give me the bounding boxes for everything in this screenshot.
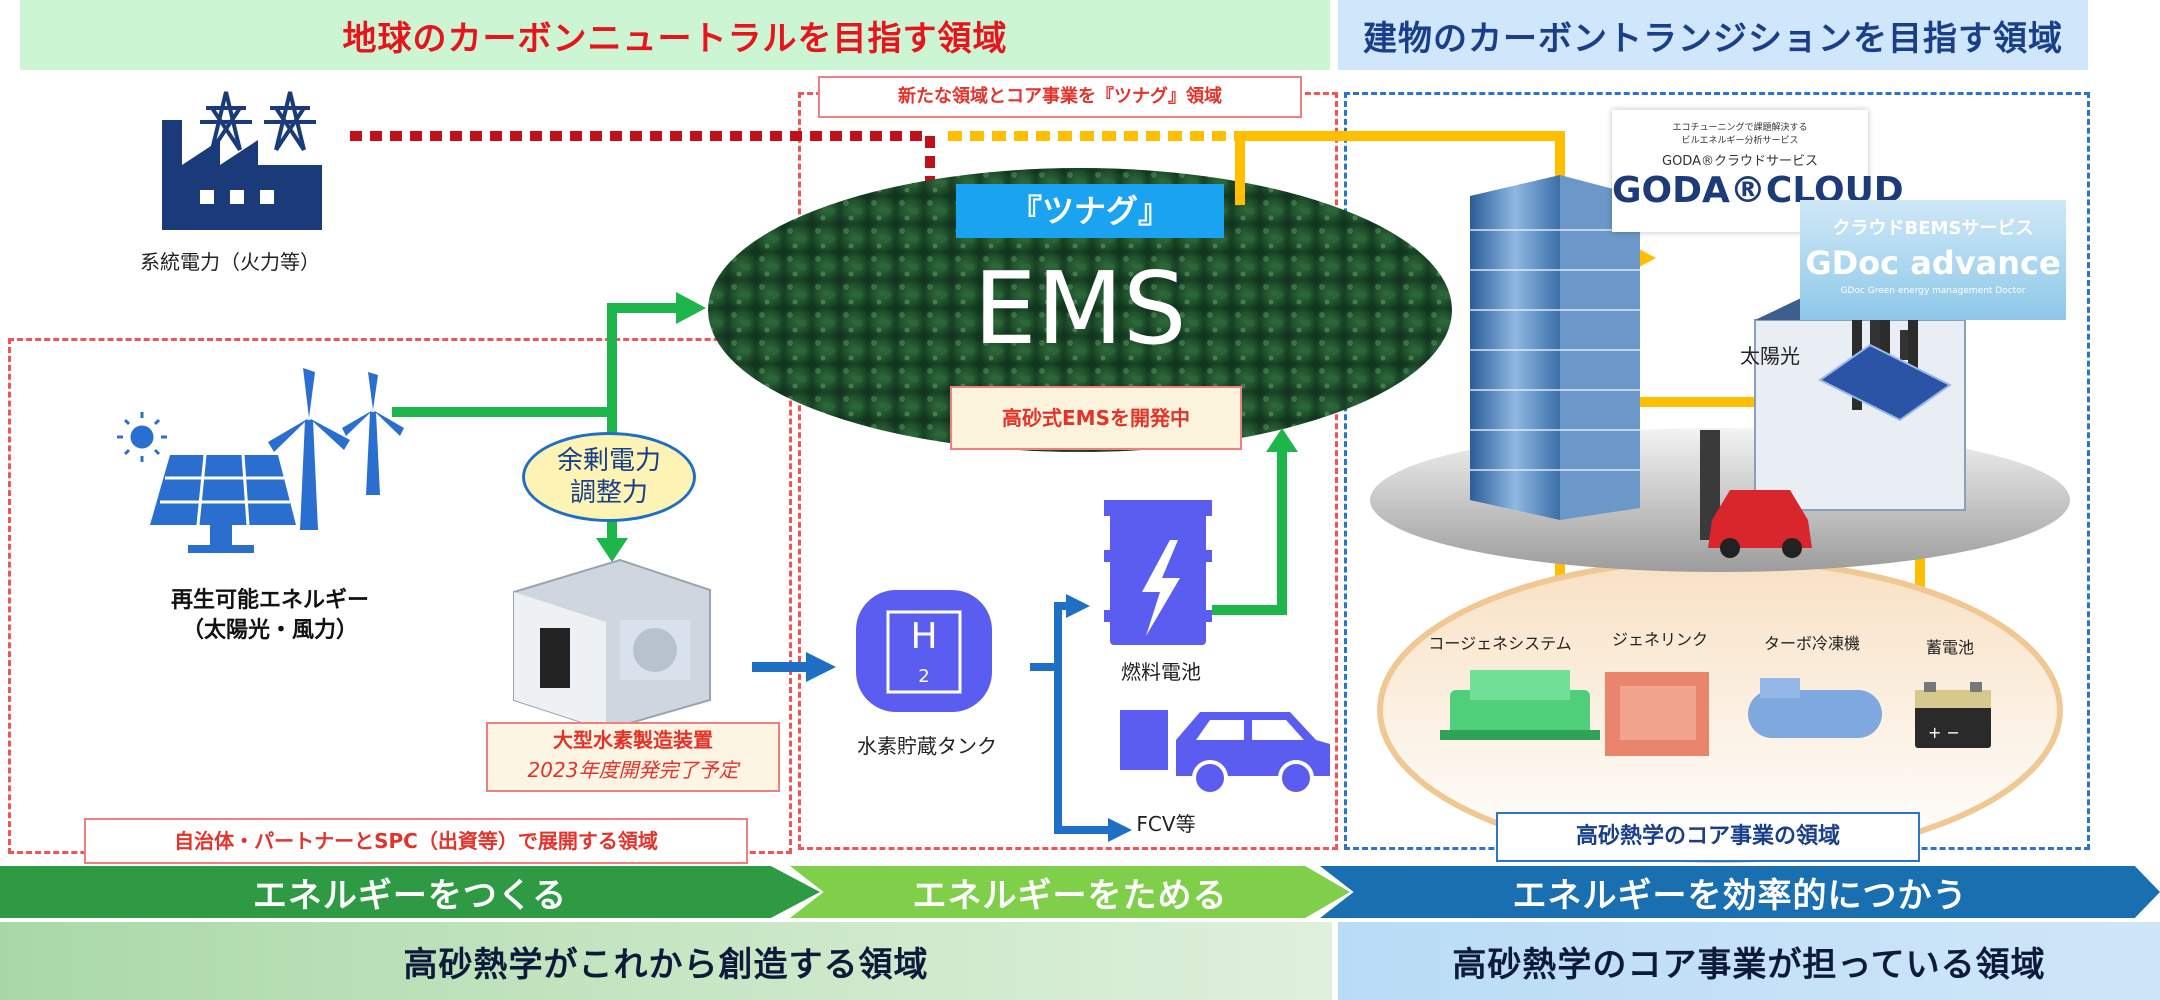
bottom-left-text: 高砂熱学がこれから創造する領域 — [403, 944, 929, 985]
hydrogen-device-caption: 大型水素製造装置 2023年度開発完了予定 — [486, 722, 780, 792]
bottom-right-band: 高砂熱学のコア事業が担っている領域 — [1338, 922, 2160, 1000]
fcv-label: FCV等 — [1136, 812, 1196, 836]
gdoc-card: クラウドBEMSサービス GDoc advance GDoc Green ene… — [1800, 200, 2066, 320]
ev-charger — [1700, 430, 1720, 540]
fuel-cell-label: 燃料電池 — [1121, 660, 1201, 684]
hydrogen-device-title: 大型水素製造装置 — [553, 728, 713, 752]
turbo-label: ターボ冷凍機 — [1763, 634, 1860, 653]
wind-turbine-icon — [268, 368, 404, 530]
power-tower-icon — [200, 91, 316, 152]
bottom-right-text: 高砂熱学のコア事業が担っている領域 — [1452, 944, 2046, 985]
surplus-bubble: 余剰電力 調整力 — [522, 432, 696, 522]
grid-power-label: 系統電力（火力等） — [140, 250, 320, 274]
green-arrowhead-up — [1266, 428, 1298, 452]
chevron-store: エネルギーをためる — [790, 866, 1350, 918]
turbo-chiller-image — [1748, 678, 1882, 738]
blue-arrowhead-fcv — [1108, 818, 1132, 842]
hydrogen-device-image — [513, 558, 711, 732]
green-arrowhead-down — [596, 538, 628, 562]
chevron-use-text: エネルギーを効率的につかう — [1512, 875, 1968, 916]
ems-ellipse — [708, 168, 1452, 452]
tsunagu-label: 『ツナグ』 — [956, 184, 1224, 238]
chevron-store-text: エネルギーをためる — [912, 875, 1228, 916]
renewable-label: 再生可能エネルギー （太陽光・風力） — [150, 586, 390, 646]
cogen-label: コージェネシステム — [1428, 634, 1572, 653]
hydrogen-device-sub: 2023年度開発完了予定 — [527, 758, 739, 782]
chevron-create-text: エネルギーをつくる — [252, 875, 568, 916]
goda-tagline-line2: ビルエネルギー分析サービス — [1681, 136, 1799, 146]
genelink-image — [1605, 672, 1709, 756]
bottom-left-band: 高砂熱学がこれから創造する領域 — [0, 922, 1332, 1000]
factory-icon — [162, 120, 322, 230]
genelink-label: ジェネリンク — [1611, 630, 1708, 649]
hydrogen-tank-icon — [856, 590, 992, 712]
fcv-car-icon — [1120, 710, 1330, 796]
svg-text:+ −: + − — [1928, 723, 1960, 742]
surplus-line2: 調整力 — [569, 478, 648, 508]
solar-panel-icon — [150, 455, 296, 553]
hydrogen-tank-label: 水素貯蔵タンク — [857, 734, 997, 758]
green-arrowhead-ems — [676, 292, 706, 324]
battery-label: 蓄電池 — [1925, 638, 1974, 657]
office-tower-left — [1470, 175, 1560, 520]
ems-dev-label: 高砂式EMSを開発中 — [950, 386, 1242, 450]
h2-symbol: H — [910, 616, 938, 657]
green-fuelcell-up — [1212, 450, 1287, 615]
gdoc-service: クラウドBEMSサービス — [1832, 218, 2034, 239]
solar-label: 太陽光 — [1740, 344, 1800, 368]
sun-icon — [117, 412, 167, 462]
surplus-line1: 余剰電力 — [556, 446, 661, 476]
chevron-create: エネルギーをつくる — [0, 866, 820, 918]
cogen-image — [1440, 670, 1600, 740]
gdoc-logo: GDoc advance — [1805, 244, 2061, 282]
gdoc-tagline: GDoc Green energy management Doctor — [1840, 286, 2026, 296]
renewable-label-line1: 再生可能エネルギー — [170, 588, 369, 613]
top-left-banner: 地球のカーボンニュートラルを目指す領域 — [20, 0, 1330, 70]
blue-arrowhead-tank — [806, 652, 836, 682]
ems-label: EMS — [973, 250, 1187, 367]
chevron-use: エネルギーを効率的につかう — [1320, 866, 2160, 918]
grid-power-dotted-line — [350, 131, 935, 185]
blue-arrowhead-fuelcell — [1066, 594, 1090, 618]
core-area-label: 高砂熱学のコア事業の領域 — [1496, 812, 1920, 862]
top-left-banner-text: 地球のカーボンニュートラルを目指す領域 — [342, 18, 1008, 59]
top-right-banner: 建物のカーボントランジションを目指す領域 — [1338, 0, 2088, 70]
ev-car — [1708, 490, 1812, 558]
spc-label: 自治体・パートナーとSPC（出資等）で展開する領域 — [84, 818, 748, 864]
renewable-label-line2: （太陽光・風力） — [181, 618, 358, 643]
goda-tagline-line1: エコチューニングで課題解決する — [1672, 123, 1808, 133]
top-right-banner-text: 建物のカーボントランジションを目指す領域 — [1363, 18, 2063, 59]
blue-tank-branch — [1030, 602, 1110, 834]
office-tower-right — [1560, 175, 1640, 520]
h2-subscript: 2 — [918, 666, 930, 687]
green-renewable-line — [392, 303, 680, 417]
goda-service: GODA®クラウドサービス — [1662, 154, 1818, 169]
fuel-cell-icon — [1104, 500, 1212, 645]
hydrogen-tank-label-box — [886, 610, 962, 694]
solar-panel-grid — [160, 454, 290, 526]
battery-image: + − — [1915, 682, 1991, 748]
new-area-label: 新たな領域とコア事業を『ツナグ』領域 — [818, 76, 1302, 118]
